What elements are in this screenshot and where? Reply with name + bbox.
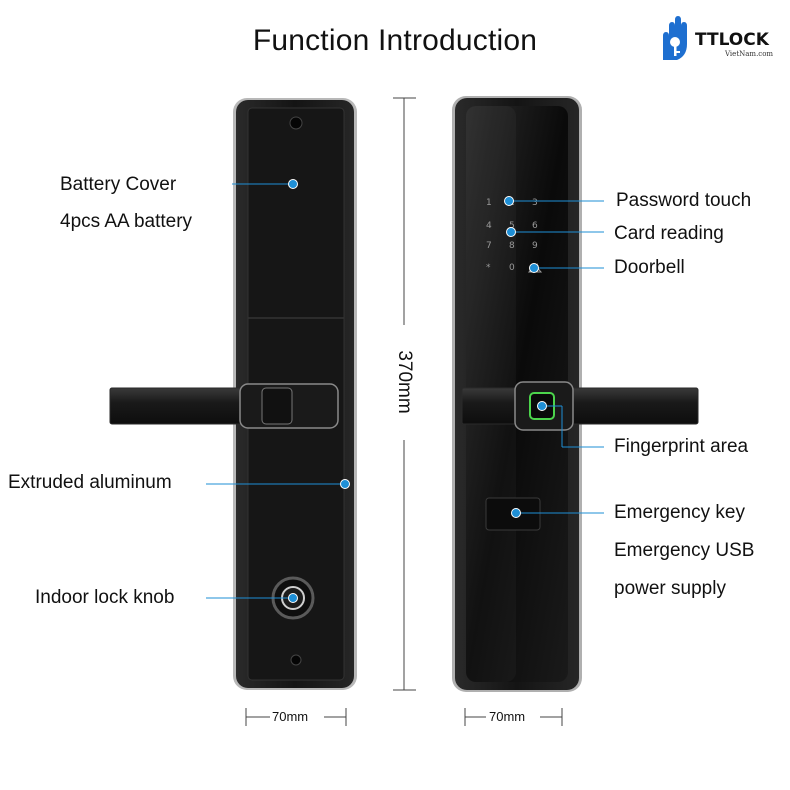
callout-dot-knob <box>288 593 298 603</box>
brand-name: TTLOCK <box>695 30 769 50</box>
keypad-key-6: 6 <box>532 221 538 231</box>
keypad-key-star: * <box>486 263 491 273</box>
keypad-key-9: 9 <box>532 241 538 251</box>
keypad-key-4: 4 <box>486 221 492 231</box>
label-emergency-usb: Emergency USB <box>614 540 755 561</box>
keypad-key-7: 7 <box>486 241 492 251</box>
callout-dot-password <box>504 196 514 206</box>
label-password-touch: Password touch <box>616 190 752 211</box>
label-fingerprint-area: Fingerprint area <box>614 436 749 457</box>
label-power-supply: power supply <box>614 578 726 599</box>
width-label-left: 70mm <box>272 709 309 724</box>
height-dimension <box>393 97 416 691</box>
indoor-lock <box>109 98 357 690</box>
keypad-key-8: 8 <box>509 241 515 251</box>
height-label: 370mm <box>394 350 415 414</box>
callout-dot-battery <box>288 179 298 189</box>
label-card-reading: Card reading <box>614 223 724 244</box>
callout-dot-card <box>506 227 516 237</box>
label-battery-cover: Battery Cover <box>60 174 177 195</box>
callouts <box>206 183 604 599</box>
outdoor-lock <box>452 96 699 692</box>
width-label-right: 70mm <box>489 709 526 724</box>
keypad-key-1: 1 <box>486 198 492 208</box>
callout-dot-extruded <box>340 479 350 489</box>
label-emergency-key: Emergency key <box>614 502 745 523</box>
width-dimension-right <box>464 708 563 726</box>
label-extruded-aluminum: Extruded aluminum <box>8 472 172 493</box>
label-battery: 4pcs AA battery <box>60 211 193 232</box>
hand-key-icon <box>663 16 687 60</box>
keypad-key-3: 3 <box>532 198 538 208</box>
width-dimension-left <box>245 708 347 726</box>
page-title: Function Introduction <box>252 24 538 57</box>
label-indoor-knob: Indoor lock knob <box>35 587 175 608</box>
callout-dot-fingerprint <box>537 401 547 411</box>
label-doorbell: Doorbell <box>614 257 685 278</box>
callout-dot-doorbell <box>529 263 539 273</box>
keypad-key-5: 5 <box>509 221 515 231</box>
keypad-key-0: 0 <box>509 263 515 273</box>
callout-dot-emergency <box>511 508 521 518</box>
brand-subtitle: VietNam.com <box>725 50 774 58</box>
brand-logo: TTLOCK VietNam.com <box>655 14 780 64</box>
